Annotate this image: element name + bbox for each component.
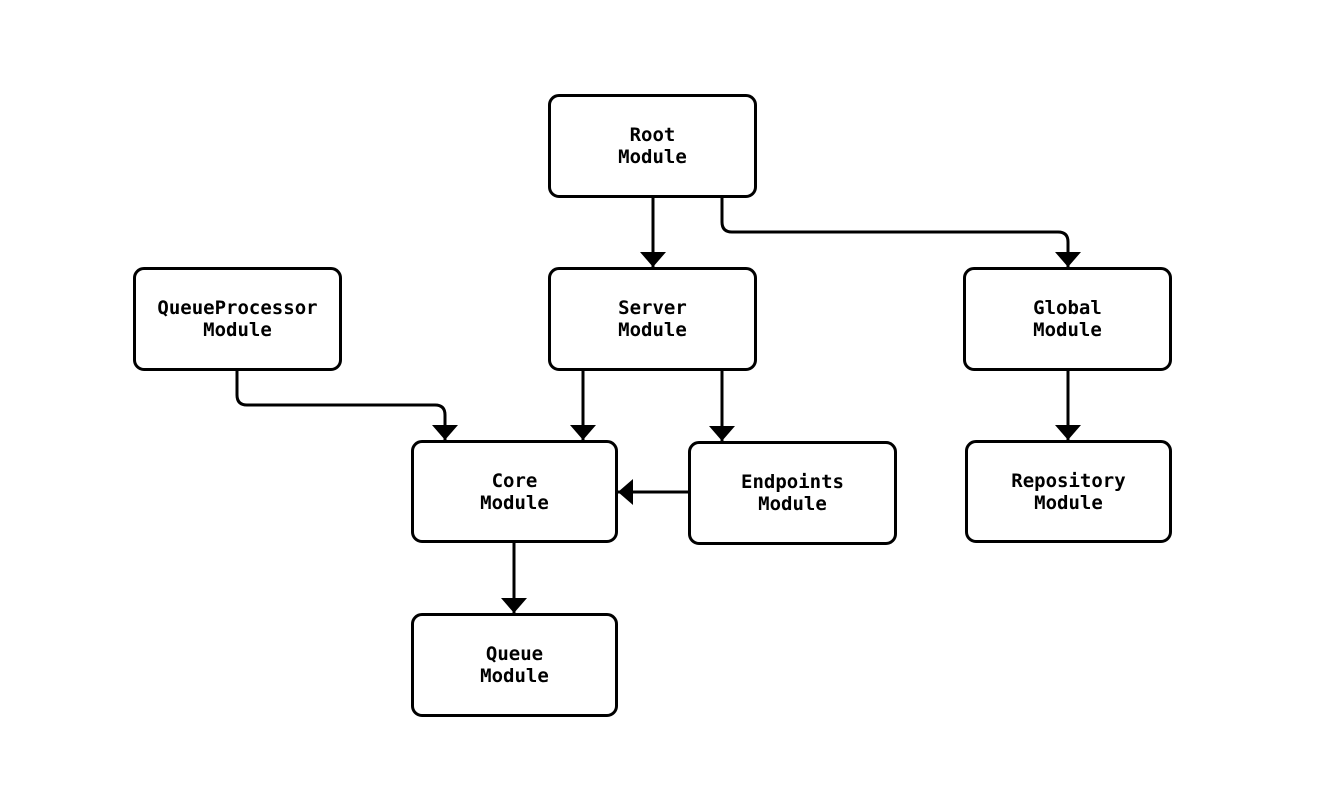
node-label: Global Module (1033, 297, 1102, 341)
node-label: Endpoints Module (741, 471, 844, 515)
edge-queueprocessor-to-core (235, 371, 458, 440)
node-core-module: Core Module (411, 440, 618, 543)
node-repository-module: Repository Module (965, 440, 1172, 543)
edge-root-to-global (720, 198, 1081, 267)
node-label: Queue Module (480, 643, 549, 687)
node-root-module: Root Module (548, 94, 757, 198)
node-label: Server Module (618, 297, 687, 341)
node-queueprocessor-module: QueueProcessor Module (133, 267, 342, 371)
node-label: QueueProcessor Module (157, 297, 318, 341)
node-server-module: Server Module (548, 267, 757, 371)
node-global-module: Global Module (963, 267, 1172, 371)
node-endpoints-module: Endpoints Module (688, 441, 897, 545)
node-label: Core Module (480, 469, 549, 514)
node-label: Root Module (618, 124, 687, 168)
node-label: Repository Module (1011, 469, 1126, 514)
node-queue-module: Queue Module (411, 613, 618, 717)
